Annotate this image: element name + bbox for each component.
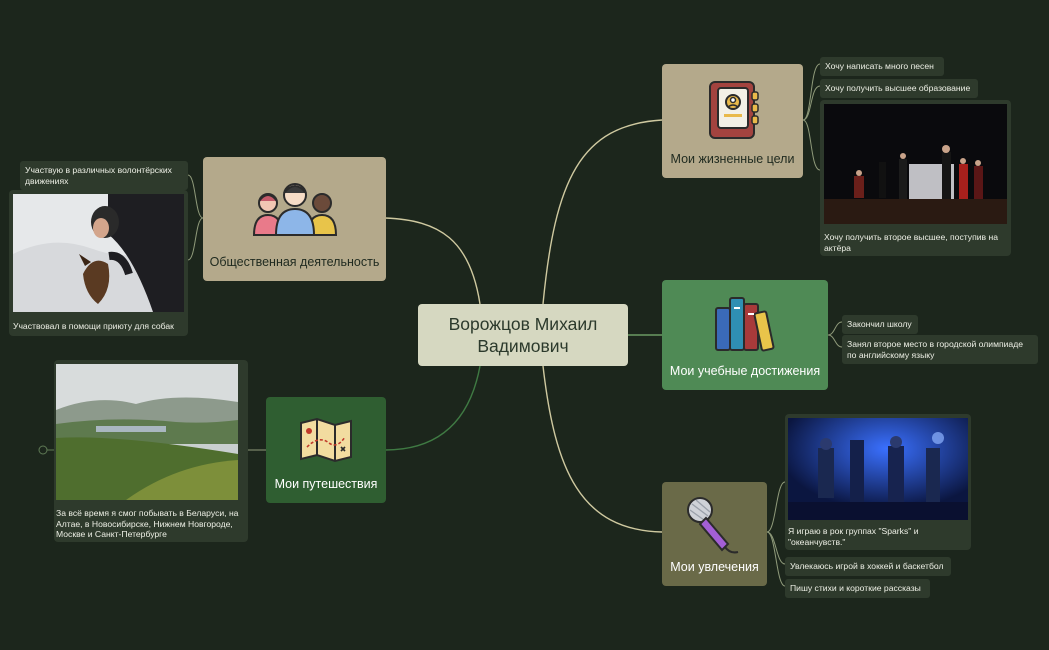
map-icon <box>300 417 352 463</box>
branch-travel-label: Мои путешествия <box>274 477 378 491</box>
branch-social-label: Общественная деятельность <box>209 255 380 269</box>
branch-travel[interactable]: Мои путешествия <box>266 397 386 503</box>
address-book-icon <box>709 81 759 139</box>
landscape-photo <box>56 364 238 500</box>
card-goals-caption: Хочу получить второе высшее, поступив на… <box>824 232 999 253</box>
microphone-icon <box>687 497 739 554</box>
card-hobbies-caption: Я играю в рок группах "Sparks" и "океанч… <box>788 526 919 547</box>
card-goals-actor[interactable]: Хочу получить второе высшее, поступив на… <box>820 100 1011 256</box>
leaf-social-volunteer[interactable]: Участвую в различных волонтёрских движен… <box>20 161 188 190</box>
card-hobbies-band[interactable]: Я играю в рок группах "Sparks" и "океанч… <box>785 414 971 550</box>
leaf-goals-songs[interactable]: Хочу написать много песен <box>820 57 944 76</box>
card-social-caption: Участвовал в помощи приюту для собак <box>13 321 174 331</box>
central-line2: Вадимович <box>477 336 569 356</box>
people-group-icon <box>252 183 338 236</box>
branch-goals-label: Мои жизненные цели <box>670 152 795 166</box>
leaf-study-school[interactable]: Закончил школу <box>842 315 918 334</box>
dog-shelter-photo <box>13 194 184 312</box>
branch-goals[interactable]: Мои жизненные цели <box>662 64 803 178</box>
concert-photo <box>788 418 968 520</box>
central-line1: Ворожцов Михаил <box>448 314 598 334</box>
connector-goals <box>542 119 663 305</box>
central-topic[interactable]: Ворожцов Михаил Вадимович <box>418 304 628 366</box>
theatre-stage-photo <box>824 104 1007 224</box>
card-social-dogs[interactable]: Участвовал в помощи приюту для собак <box>9 190 188 336</box>
branch-study[interactable]: Мои учебные достижения <box>662 280 828 390</box>
leaf-study-olympiad[interactable]: Занял второе место в городской олимпиаде… <box>842 335 1038 364</box>
branch-social[interactable]: Общественная деятельность <box>203 157 386 281</box>
card-travel[interactable]: За всё время я смог побывать в Беларуси,… <box>54 360 248 542</box>
leaf-goals-education[interactable]: Хочу получить высшее образование <box>820 79 978 98</box>
connector-hobbies <box>542 365 663 533</box>
leaf-hobbies-sport[interactable]: Увлекаюсь игрой в хоккей и баскетбол <box>785 557 951 576</box>
books-icon <box>715 297 775 352</box>
branch-hobbies-label: Мои увлечения <box>670 560 759 574</box>
branch-hobbies[interactable]: Мои увлечения <box>662 482 767 586</box>
connector-social <box>384 217 481 305</box>
leaf-hobbies-writing[interactable]: Пишу стихи и короткие рассказы <box>785 579 930 598</box>
connector-travel <box>384 365 481 451</box>
card-travel-caption: За всё время я смог побывать в Беларуси,… <box>56 508 239 539</box>
branch-study-label: Мои учебные достижения <box>669 364 821 378</box>
